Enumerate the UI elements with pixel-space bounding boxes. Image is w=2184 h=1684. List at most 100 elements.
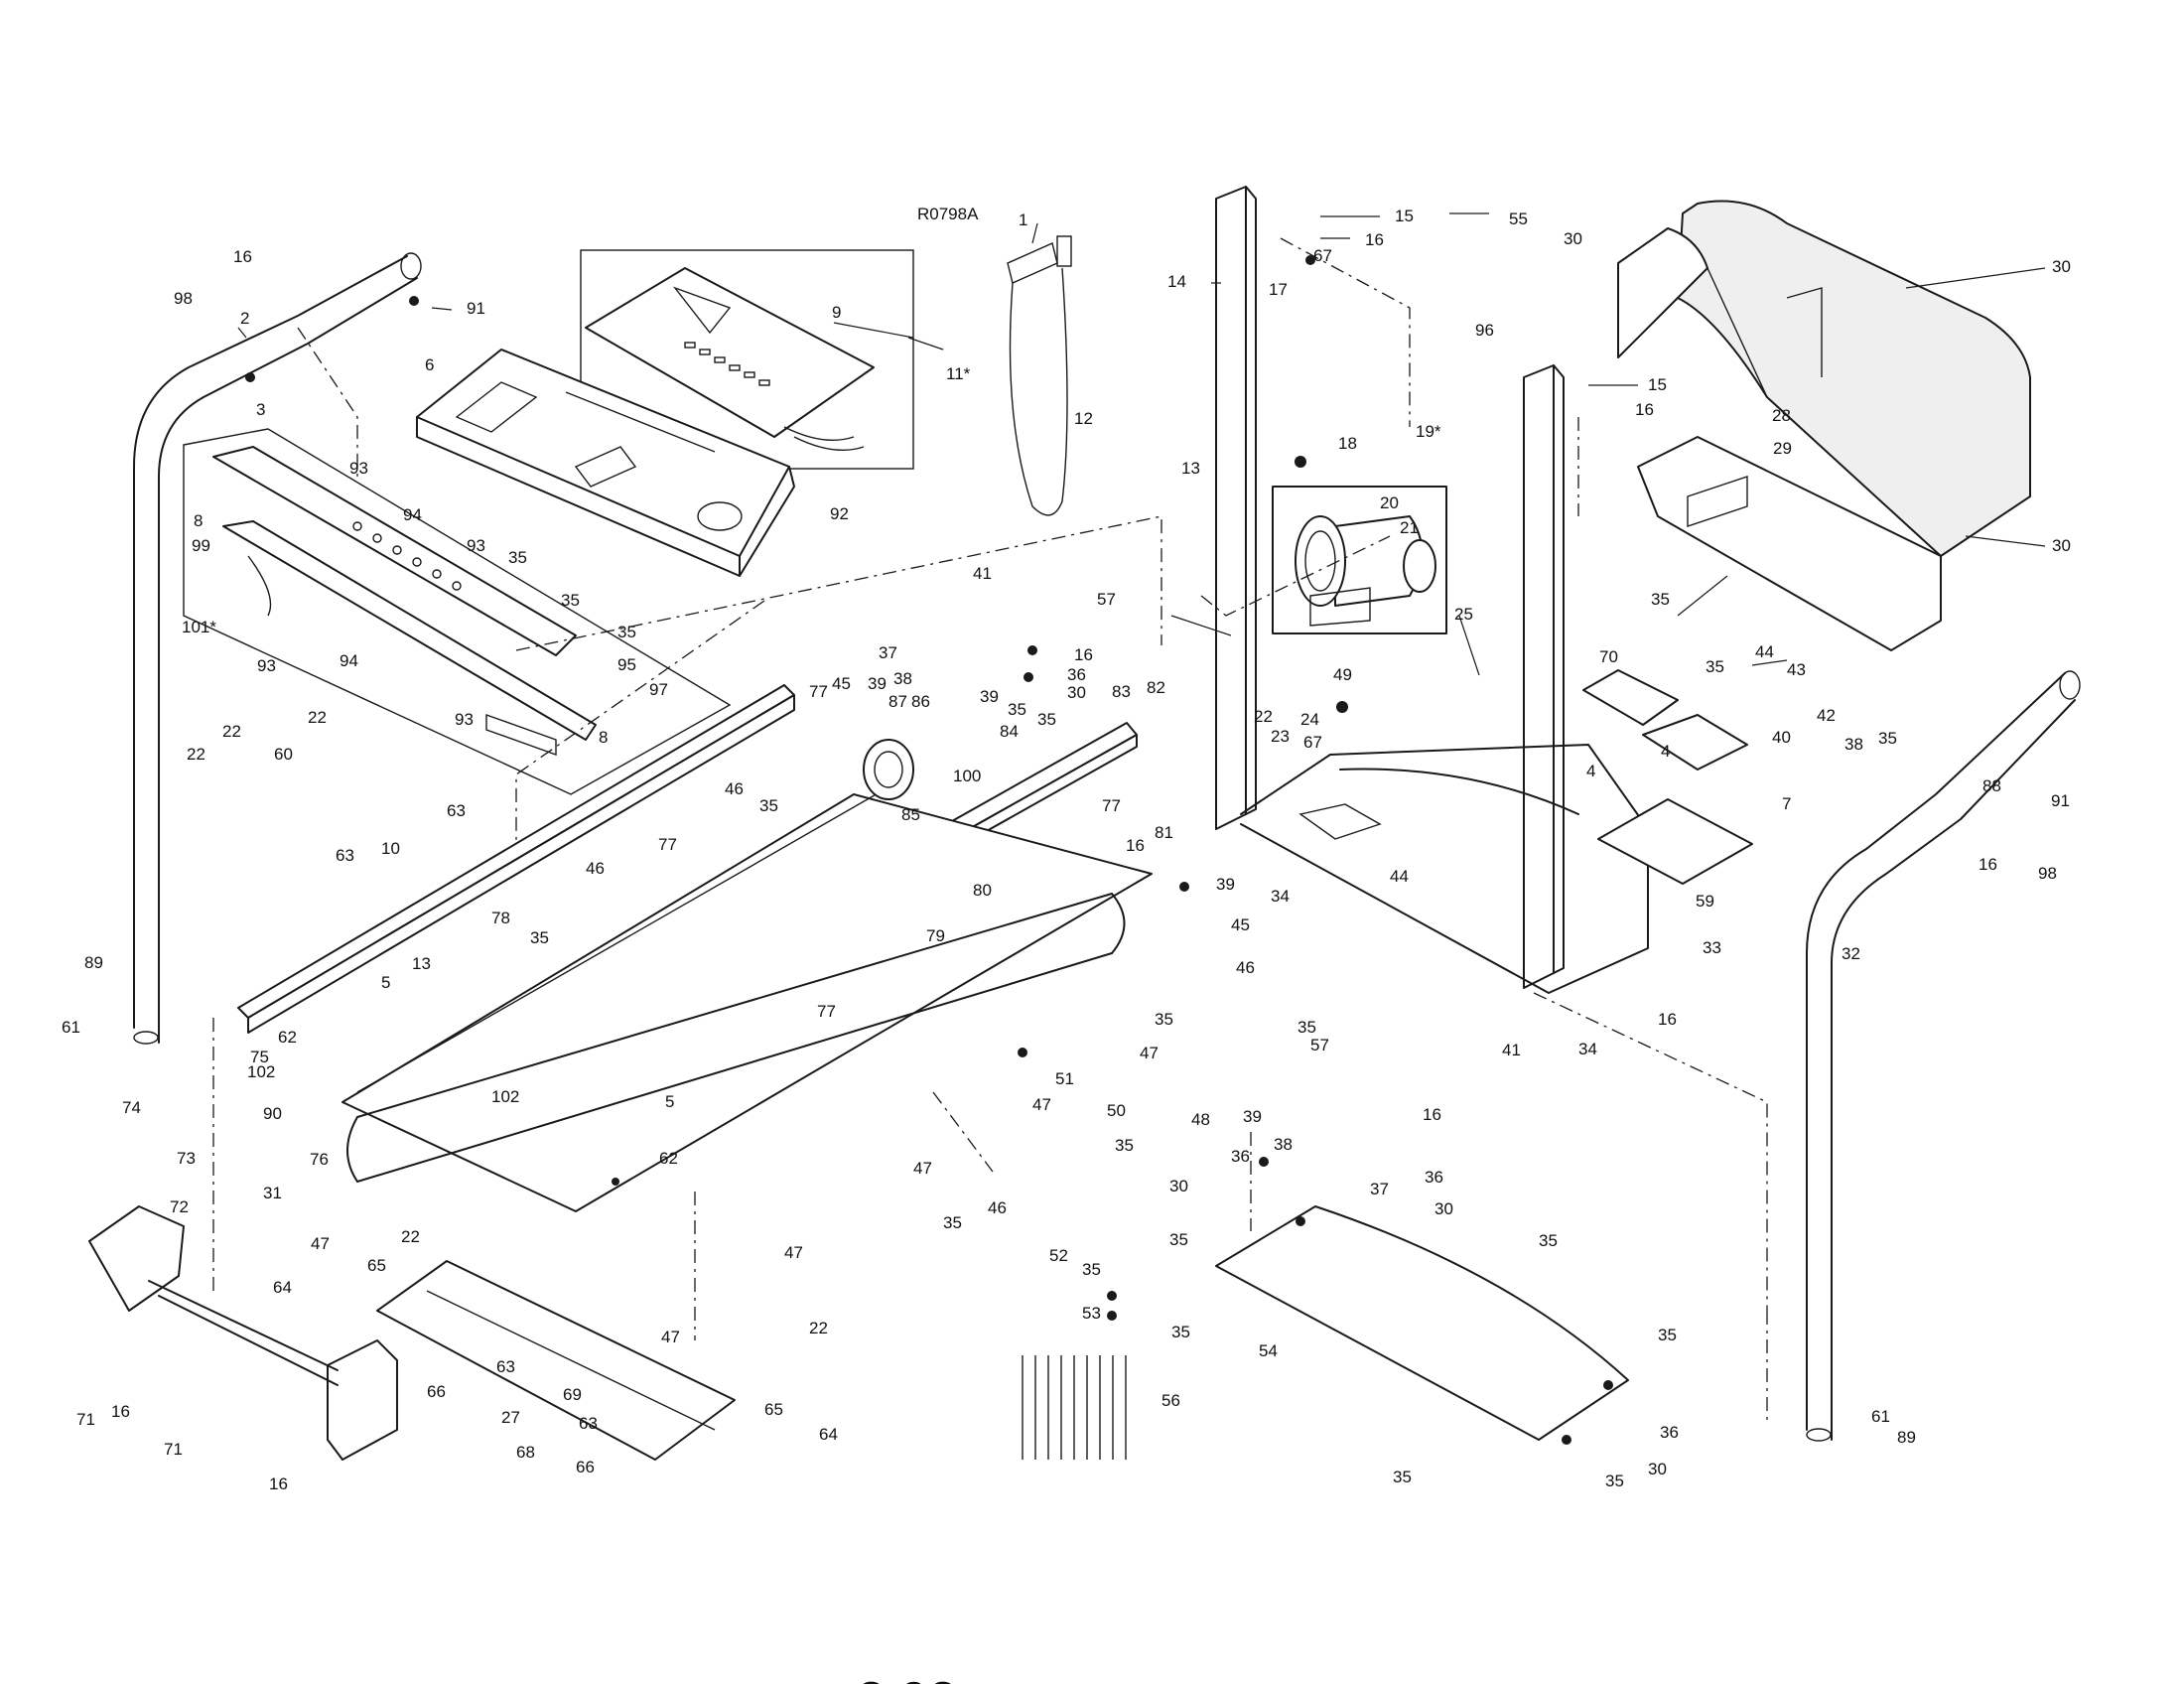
callout-18: 18 — [1338, 434, 1357, 453]
callout-99: 99 — [192, 536, 210, 555]
callout-30b: 30 — [2052, 257, 2071, 276]
callout-93a: 93 — [349, 459, 368, 478]
leader-lines — [237, 212, 2046, 676]
callout-96: 96 — [1475, 321, 1494, 340]
callout-16c: 16 — [1635, 400, 1654, 419]
callout-77c: 77 — [1102, 796, 1121, 815]
callout-27: 27 — [501, 1408, 520, 1427]
callout-50: 50 — [1107, 1101, 1126, 1120]
callout-35d: 35 — [1008, 700, 1026, 719]
callout-30d: 30 — [1067, 683, 1086, 702]
front-roller-85 — [863, 739, 914, 800]
callout-47c: 47 — [1140, 1044, 1159, 1062]
callout-65b: 65 — [764, 1400, 783, 1419]
callout-85: 85 — [901, 805, 920, 824]
callout-54: 54 — [1259, 1341, 1278, 1360]
callout-63c: 63 — [496, 1357, 515, 1376]
callout-2: 2 — [240, 309, 249, 328]
motor-hood-28 — [1617, 200, 2031, 557]
console-box-11 — [580, 249, 914, 470]
callout-93b: 93 — [467, 536, 485, 555]
callout-70: 70 — [1599, 647, 1618, 666]
callout-71a: 71 — [76, 1410, 95, 1429]
callout-44b: 44 — [1390, 867, 1409, 886]
callout-4a: 4 — [1661, 742, 1670, 761]
callout-63a: 63 — [447, 801, 466, 820]
callout-46d: 46 — [988, 1198, 1007, 1217]
callout-13a: 13 — [1181, 459, 1200, 478]
callout-19: 19* — [1416, 422, 1441, 441]
callout-38a: 38 — [893, 669, 912, 688]
callout-35f: 35 — [759, 796, 778, 815]
callout-35q: 35 — [1171, 1323, 1190, 1341]
callout-67b: 67 — [1303, 733, 1322, 752]
callout-9: 9 — [832, 303, 841, 322]
callout-93d: 93 — [455, 710, 474, 729]
callout-17: 17 — [1269, 280, 1288, 299]
callout-37a: 37 — [879, 643, 897, 662]
callout-16h: 16 — [1979, 855, 1997, 874]
callout-35p: 35 — [1539, 1231, 1558, 1250]
callout-23: 23 — [1271, 727, 1290, 746]
callout-15b: 15 — [1648, 375, 1667, 394]
base-plate-54 — [1215, 1205, 1629, 1441]
callout-43: 43 — [1787, 660, 1806, 679]
callout-5a: 5 — [381, 973, 390, 992]
callout-32: 32 — [1842, 944, 1860, 963]
callout-62a: 62 — [278, 1028, 297, 1047]
callout-76: 76 — [310, 1150, 329, 1169]
callout-36a: 36 — [1067, 665, 1086, 684]
callout-30c: 30 — [2052, 536, 2071, 555]
callout-73: 73 — [177, 1149, 196, 1168]
callout-22d: 22 — [1254, 707, 1273, 726]
callout-35u: 35 — [1082, 1260, 1101, 1279]
callout-16i: 16 — [111, 1402, 130, 1421]
callout-47a: 47 — [311, 1234, 330, 1253]
callout-98a: 98 — [174, 289, 193, 308]
callout-33: 33 — [1703, 938, 1721, 957]
callout-35t: 35 — [1605, 1472, 1624, 1490]
callouts: 1 2 3 5 5 6 7 8 8 9 10 11* 12 13 13 14 1… — [62, 207, 2071, 1493]
callout-89a: 89 — [84, 953, 103, 972]
callout-77a: 77 — [809, 682, 828, 701]
callout-47f: 47 — [661, 1328, 680, 1346]
callout-59: 59 — [1696, 892, 1714, 911]
callout-39c: 39 — [1216, 875, 1235, 894]
callout-42: 42 — [1817, 706, 1836, 725]
callout-16b: 16 — [1365, 230, 1384, 249]
callout-46a: 46 — [725, 779, 744, 798]
rear-base-72 — [88, 1205, 398, 1461]
callout-98b: 98 — [2038, 864, 2057, 883]
callout-16a: 16 — [233, 247, 252, 266]
callout-63b: 63 — [336, 846, 354, 865]
callout-39d: 39 — [1243, 1107, 1262, 1126]
callout-102b: 102 — [491, 1087, 519, 1106]
hardware-fasteners — [245, 255, 1613, 1445]
callout-49: 49 — [1333, 665, 1352, 684]
callout-91a: 91 — [467, 299, 485, 318]
callout-45b: 45 — [1231, 915, 1250, 934]
uprights — [1215, 186, 1565, 989]
callout-22c: 22 — [187, 745, 205, 764]
assembly-lines — [212, 237, 1768, 1420]
callout-72: 72 — [170, 1197, 189, 1216]
callout-36c: 36 — [1425, 1168, 1443, 1187]
callout-100: 100 — [953, 767, 981, 785]
callout-22b: 22 — [222, 722, 241, 741]
callout-101: 101* — [182, 618, 216, 636]
callout-35h: 35 — [1651, 590, 1670, 609]
callout-66a: 66 — [427, 1382, 446, 1401]
callout-35a: 35 — [508, 548, 527, 567]
callout-61b: 61 — [1871, 1407, 1890, 1426]
callout-35b: 35 — [561, 591, 580, 610]
callout-8b: 8 — [599, 728, 608, 747]
callout-44a: 44 — [1755, 642, 1774, 661]
right-handrail — [1806, 670, 2081, 1442]
callout-20: 20 — [1380, 493, 1399, 512]
callout-35r: 35 — [1658, 1326, 1677, 1344]
callout-84: 84 — [1000, 722, 1019, 741]
walking-deck-80 — [341, 783, 1153, 1212]
callout-60: 60 — [274, 745, 293, 764]
callout-87: 87 — [888, 692, 907, 711]
